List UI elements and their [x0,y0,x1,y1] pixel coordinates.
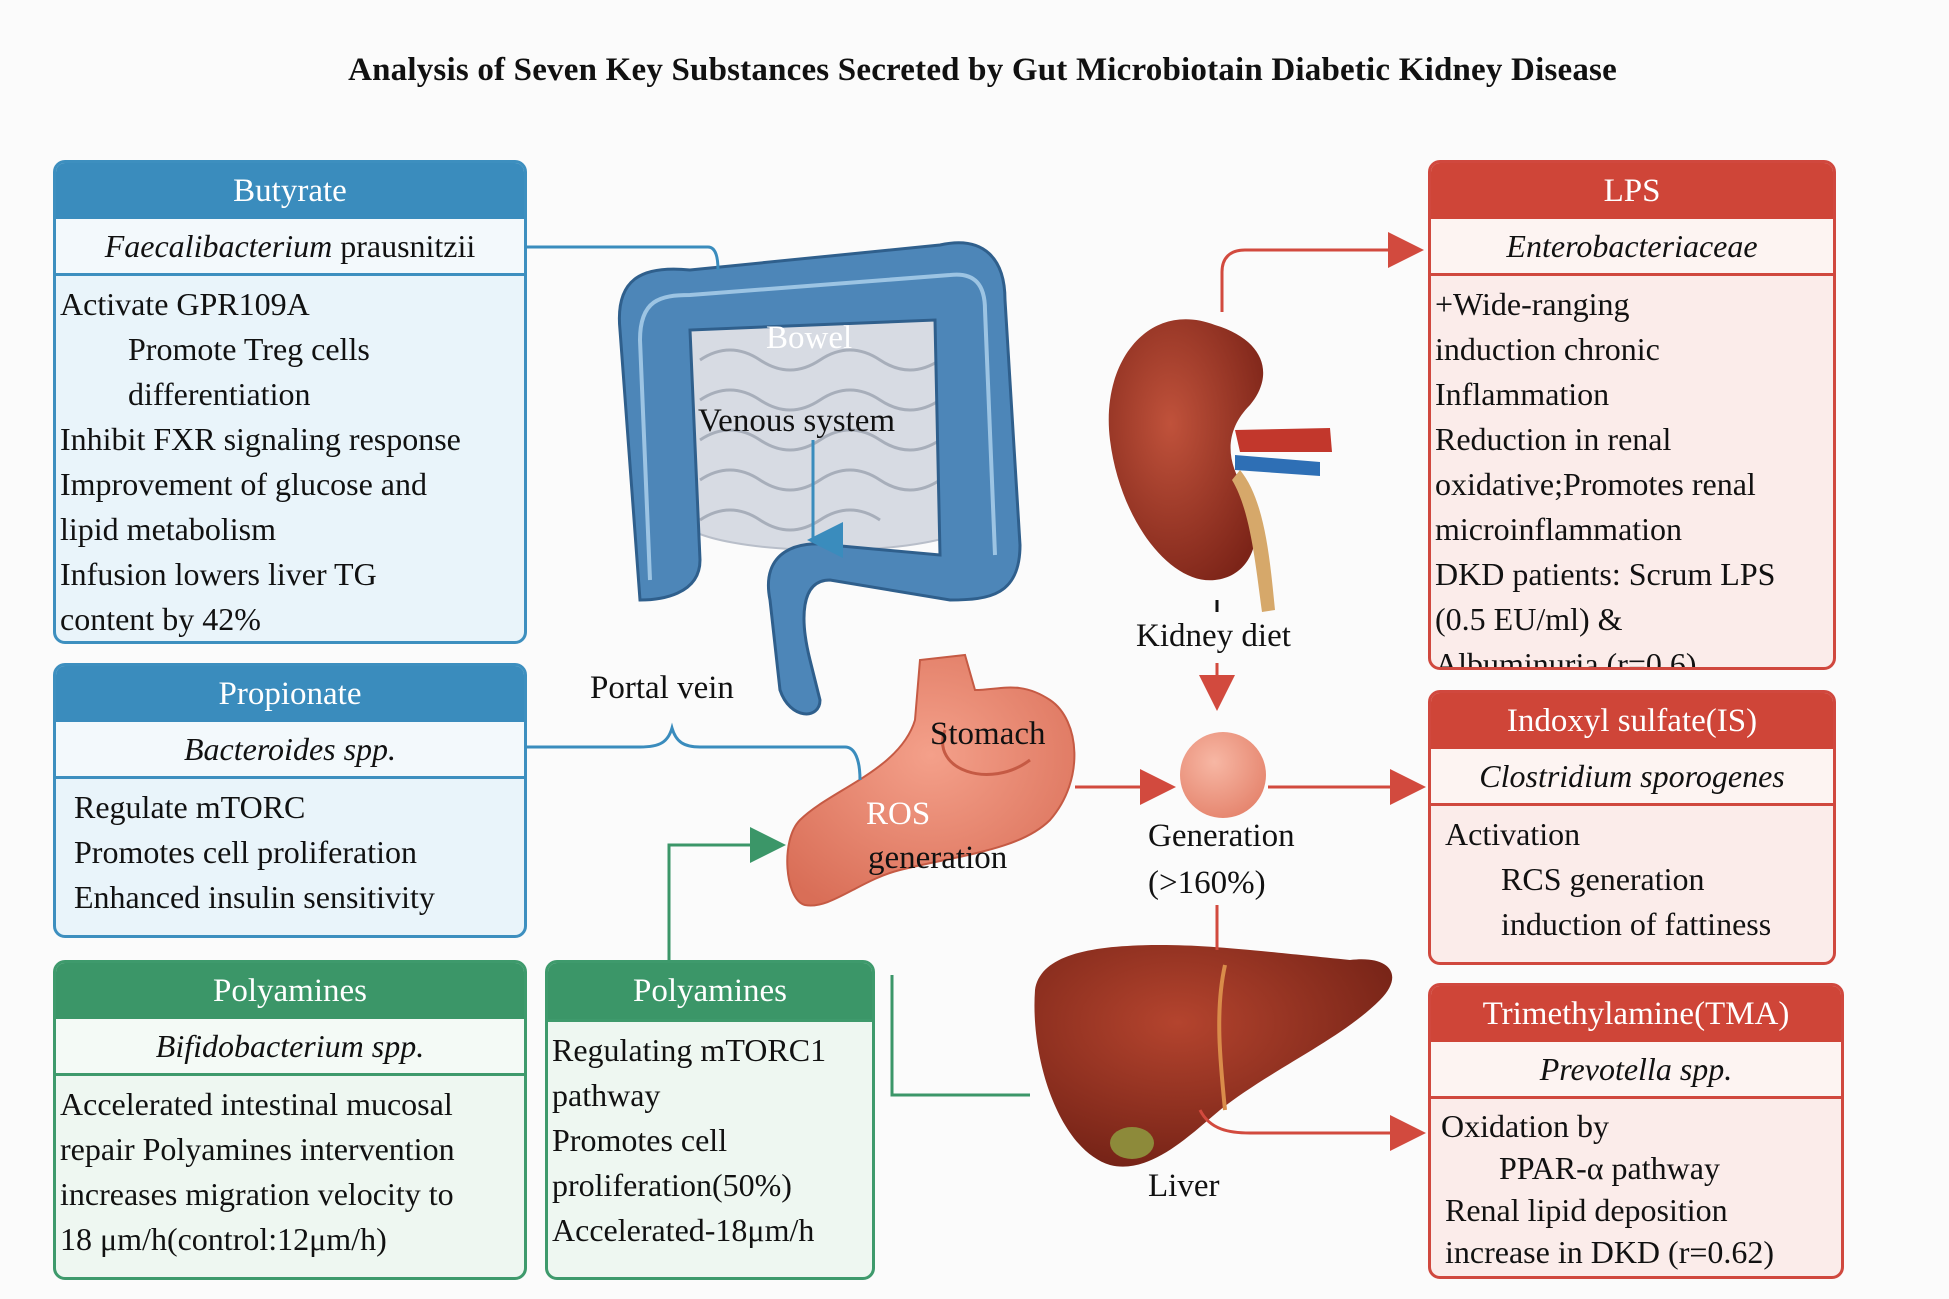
polyamines-mid-header: Polyamines [548,963,872,1022]
tma-line: Oxidation by [1441,1108,1609,1144]
generation-node-icon [1180,732,1266,818]
polyamines-mid-line: Promotes cell [552,1122,728,1158]
tma-card: Trimethylamine(TMA) Prevotella spp. Oxid… [1428,983,1844,1279]
lps-line: Inflammation [1435,376,1610,412]
propionate-line: Enhanced insulin sensitivity [74,879,435,915]
liver-label: Liver [1148,1168,1220,1204]
propionate-line: Regulate mTORC [74,789,306,825]
propionate-organism: Bacteroides spp. [56,722,524,779]
lps-line: oxidative;Promotes renal [1435,466,1756,502]
lps-header: LPS [1431,163,1833,219]
ros-generation-label: generation [868,840,1008,876]
lps-line: +Wide-ranging [1435,286,1630,322]
butyrate-line: differentiation [128,376,311,412]
stomach-label: Stomach [930,716,1046,752]
propionate-line: Promotes cell proliferation [74,834,418,870]
lps-line: DKD patients: Scrum LPS [1435,556,1776,592]
tma-organism: Prevotella spp. [1431,1042,1841,1099]
indoxyl-line: Activation [1445,816,1581,852]
butyrate-line: Promote Treg cells [128,331,370,367]
polyamines-mid-line: Regulating mTORC1 [552,1032,827,1068]
kidney-icon [1108,319,1332,612]
tma-header: Trimethylamine(TMA) [1431,986,1841,1042]
generation-percent-label: (>160%) [1148,865,1266,901]
indoxyl-line: induction of fattiness [1501,906,1772,942]
kidney-diet-label: Kidney diet [1136,618,1291,654]
lps-line: Reduction in renal [1435,421,1672,457]
polyamines-left-header: Polyamines [56,963,524,1019]
indoxyl-header: Indoxyl sulfate(IS) [1431,693,1833,749]
tma-line: PPAR-α pathway [1499,1150,1720,1186]
butyrate-line: Activate GPR109A [60,286,310,322]
indoxyl-organism: Clostridium sporogenes [1431,749,1833,806]
tma-line: increase in DKD (r=0.62) [1445,1234,1775,1270]
polyamines-mid-line: Accelerated-18μm/h [552,1212,815,1248]
generation-label: Generation [1148,818,1295,854]
polyamines-left-organism: Bifidobacterium spp. [56,1019,524,1076]
polyamines-left-line: increases migration velocity to [60,1176,454,1212]
polyamines-mid-card: Polyamines Regulating mTORC1 pathway Pro… [545,960,875,1280]
ros-label: ROS [866,796,931,832]
venous-system-label: Venous system [698,403,896,439]
polyamines-left-line: Accelerated intestinal mucosal [60,1086,453,1122]
butyrate-line: lipid metabolism [60,511,276,547]
butyrate-line: Infusion lowers liver TG [60,556,377,592]
lps-card: LPS Enterobacteriaceae +Wide-ranging ind… [1428,160,1836,670]
indoxyl-card: Indoxyl sulfate(IS) Clostridium sporogen… [1428,690,1836,965]
butyrate-line: Inhibit FXR signaling response [60,421,461,457]
polyamines-left-line: 18 μm/h(control:12μm/h) [60,1221,387,1257]
liver-icon [1034,945,1393,1167]
lps-line: Albuminuria (r=0.6) [1435,646,1697,670]
butyrate-line: content by 42% [60,601,261,637]
polyamines-mid-line: pathway [552,1077,661,1113]
butyrate-header: Butyrate [56,163,524,219]
stomach-icon [786,653,1076,907]
propionate-header: Propionate [56,666,524,722]
page-title: Analysis of Seven Key Substances Secrete… [348,52,1617,88]
bowel-label: Bowel [766,320,853,356]
portal-vein-label: Portal vein [590,670,734,706]
tma-line: Renal lipid deposition [1445,1192,1728,1228]
lps-organism: Enterobacteriaceae [1431,219,1833,276]
polyamines-left-card: Polyamines Bifidobacterium spp. Accelera… [53,960,527,1280]
polyamines-mid-line: proliferation(50%) [552,1167,792,1203]
indoxyl-line: RCS generation [1501,861,1705,897]
propionate-card: Propionate Bacteroides spp. Regulate mTO… [53,663,527,938]
butyrate-card: Butyrate Faecalibacterium prausnitzii Ac… [53,160,527,644]
lps-line: microinflammation [1435,511,1683,547]
butyrate-organism: Faecalibacterium prausnitzii [56,219,524,276]
polyamines-left-line: repair Polyamines intervention [60,1131,455,1167]
butyrate-line: Improvement of glucose and [60,466,427,502]
lps-line: (0.5 EU/ml) & [1435,601,1623,637]
lps-line: induction chronic [1435,331,1660,367]
